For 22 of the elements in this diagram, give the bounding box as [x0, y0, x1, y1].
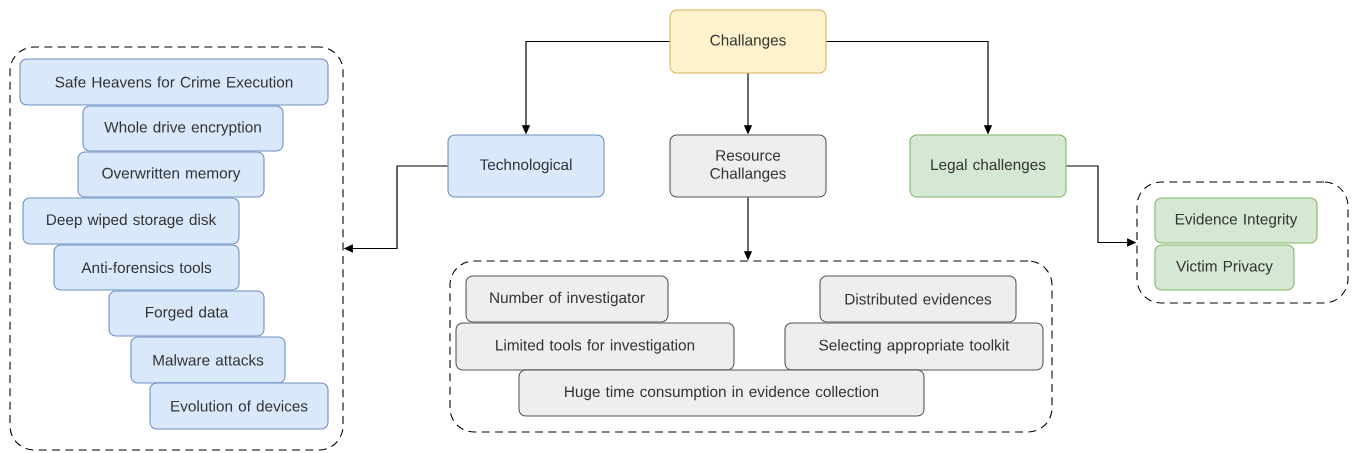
item-box: Anti-forensics tools [53, 244, 240, 291]
item-box: Huge time consumption in evidence collection [518, 369, 925, 417]
item-box: Limited tools for investigation [455, 322, 735, 371]
item-box: Deep wiped storage disk [22, 197, 240, 245]
dashed-group-frame [1136, 181, 1349, 304]
item-box: Selecting appropriate toolkit [784, 322, 1044, 371]
item-box: Overwritten memory [77, 151, 265, 198]
item-box: Distributed evidences [819, 275, 1017, 323]
item-box: Victim Privacy [1154, 244, 1295, 291]
category-box: Resource Challanges [669, 134, 827, 198]
dashed-group-frame [449, 260, 1053, 433]
item-box: Whole drive encryption [82, 105, 284, 152]
category-box: Technological [447, 134, 605, 198]
item-box: Malware attacks [130, 336, 286, 384]
item-box: Evidence Integrity [1154, 197, 1318, 244]
item-box: Number of investigator [465, 275, 669, 323]
item-box: Forged data [108, 290, 265, 337]
item-box: Evolution of devices [149, 382, 329, 430]
category-box: Legal challenges [909, 134, 1067, 198]
root-box: Challanges [669, 9, 827, 74]
item-box: Safe Heavens for Crime Execution [19, 58, 329, 106]
dashed-group-frame [9, 46, 344, 451]
